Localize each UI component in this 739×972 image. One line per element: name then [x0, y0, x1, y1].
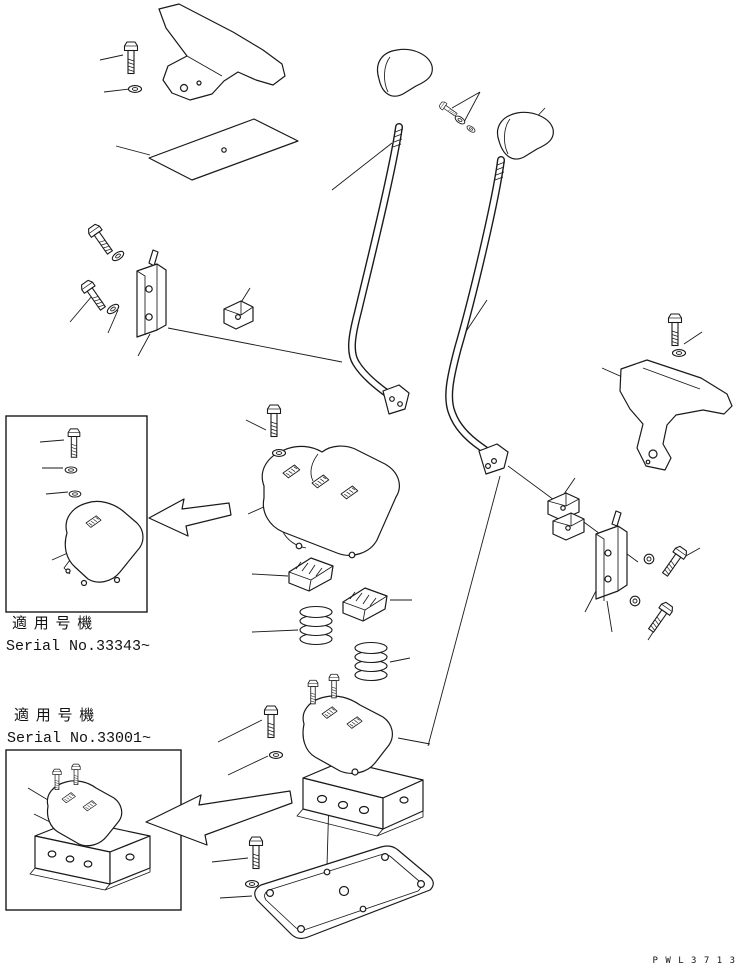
washer-icon: [671, 349, 687, 357]
washer-icon: [268, 751, 284, 759]
serial-note-upper-number: Serial No.33343~: [6, 638, 150, 655]
direction-arrow-upper: [148, 498, 232, 537]
bolt-icon: [667, 313, 683, 347]
wedge-pad-left: [288, 557, 334, 592]
washer-icon: [465, 124, 477, 134]
valve-cover-variant: [63, 500, 144, 587]
direction-arrow-lower: [145, 790, 293, 846]
bolt-icon: [328, 673, 340, 699]
pedal-lever: [158, 3, 286, 101]
gasket: [254, 845, 434, 940]
bolt-icon: [78, 278, 109, 313]
bolt-icon: [645, 600, 676, 635]
washer-icon: [127, 85, 143, 93]
spring-left: [299, 605, 333, 646]
washer-icon: [110, 248, 126, 264]
valve-cover: [261, 445, 400, 559]
mounting-plate: [148, 118, 299, 181]
bolt-icon: [123, 41, 139, 75]
washer-icon: [68, 490, 82, 498]
lever-bracket-right: [595, 510, 628, 601]
washer-icon: [64, 466, 78, 474]
variant-box-upper: [5, 415, 148, 613]
control-rod-right: [445, 156, 509, 475]
washer-icon: [643, 553, 655, 565]
serial-note-lower-number: Serial No.33001~: [7, 730, 151, 747]
control-valve: [296, 673, 424, 837]
lever-knob-left: [376, 48, 433, 97]
control-rod-left: [347, 123, 410, 415]
washer-icon: [453, 113, 467, 127]
washer-icon: [271, 449, 287, 457]
wedge-pad-right: [342, 587, 388, 622]
serial-note-upper-jp: 適 用 号 機: [12, 614, 93, 632]
clamp-block: [223, 300, 254, 330]
lever-knob-right: [496, 111, 554, 160]
bolt-icon: [263, 705, 279, 739]
bolt-icon: [266, 404, 282, 438]
set-screw-icon: [438, 100, 459, 119]
bolt-icon: [67, 428, 81, 458]
lever-bracket-arm-right: [619, 359, 733, 471]
washer-icon: [629, 595, 641, 607]
washer-icon: [244, 880, 260, 888]
clamp-half-lower: [552, 512, 585, 541]
serial-note-lower-jp: 適 用 号 機: [14, 706, 95, 724]
lever-bracket-left: [136, 249, 167, 338]
variant-box-lower: [5, 749, 182, 911]
bolt-icon: [248, 836, 264, 870]
bolt-icon: [659, 544, 690, 579]
spring-right: [354, 641, 388, 682]
washer-icon: [105, 301, 121, 317]
drawing-number: P W L 3 7 1 3: [653, 956, 736, 966]
bolt-icon: [85, 222, 116, 257]
control-valve-variant: [29, 763, 151, 891]
